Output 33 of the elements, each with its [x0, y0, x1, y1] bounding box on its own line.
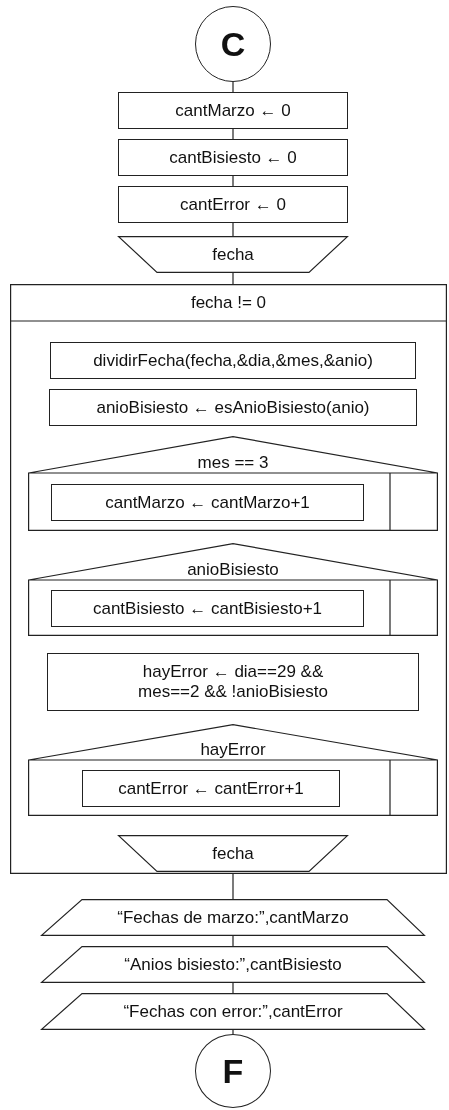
connector-line: [232, 222, 234, 237]
connector-line: [232, 982, 234, 994]
connector-line: [232, 81, 234, 93]
connector-line: [232, 272, 234, 285]
process-box: cantMarzo ← cantMarzo+1: [51, 484, 364, 521]
connector-line: [232, 1029, 234, 1035]
condition-text: anioBisiesto: [186, 560, 280, 580]
input-trapezoid: fecha: [118, 835, 348, 872]
process-box: cantBisiesto ← cantBisiesto+1: [51, 590, 364, 627]
condition-text: mes == 3: [196, 453, 270, 473]
output-trapezoid: “Fechas con error:”,cantError: [41, 993, 425, 1030]
condition-block: [28, 436, 438, 531]
input-trapezoid: fecha: [118, 236, 348, 273]
output-trapezoid: “Fechas de marzo:”,cantMarzo: [41, 899, 425, 936]
condition-block: [28, 724, 438, 816]
connector-line: [232, 175, 234, 187]
process-box: hayError ← dia==29 && mes==2 && !anioBisiesto: [47, 653, 419, 711]
connector-line: [232, 128, 234, 140]
terminal-circle: F: [195, 1034, 271, 1108]
process-box: cantError ← 0: [118, 186, 348, 223]
connector-line: [232, 935, 234, 947]
loop-condition-text: fecha != 0: [189, 292, 268, 313]
output-trapezoid: “Anios bisiesto:”,cantBisiesto: [41, 946, 425, 983]
condition-block: [28, 543, 438, 636]
process-box: dividirFecha(fecha,&dia,&mes,&anio): [50, 342, 416, 379]
process-box: anioBisiesto ← esAnioBisiesto(anio): [49, 389, 417, 426]
process-box: cantError ← cantError+1: [82, 770, 340, 807]
condition-text: hayError: [199, 740, 267, 760]
process-box: cantBisiesto ← 0: [118, 139, 348, 176]
process-box: cantMarzo ← 0: [118, 92, 348, 129]
loop-block: [10, 284, 447, 874]
connector-line: [232, 873, 234, 900]
terminal-circle: C: [195, 6, 271, 82]
